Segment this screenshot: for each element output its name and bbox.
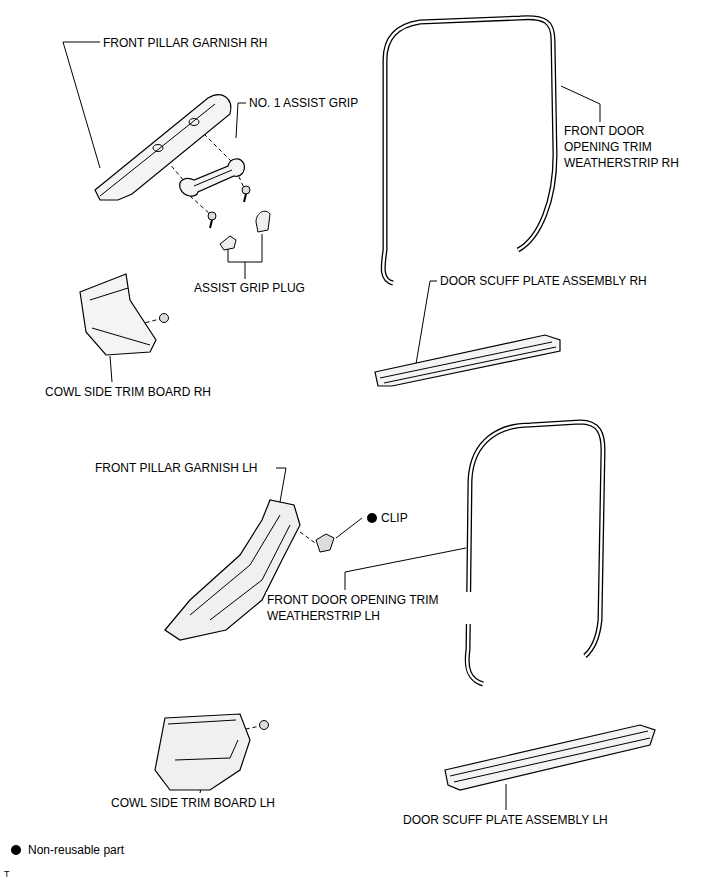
part-label: T	[3, 866, 11, 882]
bolt	[210, 220, 212, 228]
grip-plug	[256, 211, 270, 232]
part-label: FRONT DOOR OPENING TRIM WEATHERSTRIP RH	[563, 123, 701, 171]
weatherstrip	[467, 422, 603, 684]
assist-grip	[180, 159, 245, 196]
bolt	[244, 194, 246, 202]
leader-line	[63, 42, 100, 168]
bolt	[208, 212, 216, 220]
part-label: COWL SIDE TRIM BOARD RH	[44, 384, 212, 400]
weatherstrip	[467, 422, 603, 684]
weatherstrip	[383, 18, 555, 283]
trim-edge	[168, 720, 238, 760]
cowl-trim	[155, 714, 250, 790]
clip	[316, 534, 334, 552]
legend-text: Non-reusable part	[27, 842, 125, 858]
part-label: FRONT PILLAR GARNISH LH	[94, 460, 258, 476]
part-label: CLIP	[380, 510, 409, 526]
part-label: DOOR SCUFF PLATE ASSEMBLY RH	[439, 273, 648, 289]
part-label: DOOR SCUFF PLATE ASSEMBLY LH	[402, 812, 609, 828]
part-label: FRONT PILLAR GARNISH RH	[102, 35, 268, 51]
grip-edge	[194, 170, 232, 186]
grip-plug	[220, 236, 236, 250]
legend-dot	[11, 845, 21, 855]
leader-line	[345, 548, 466, 590]
part-label: FRONT DOOR OPENING TRIM WEATHERSTRIP LH	[266, 592, 478, 624]
trim-clip	[160, 314, 169, 323]
leader-line	[236, 103, 246, 138]
part-label: ASSIST GRIP PLUG	[193, 280, 306, 296]
leader-line	[245, 262, 246, 279]
garnish-hole	[189, 119, 199, 126]
scuff-plate	[375, 335, 560, 386]
leader-line	[416, 281, 437, 364]
part-label: COWL SIDE TRIM BOARD LH	[110, 795, 276, 811]
assembly-line	[300, 532, 318, 545]
leader-line	[506, 784, 507, 810]
leader-line	[336, 518, 362, 538]
leader-line	[276, 468, 286, 502]
assembly-line	[190, 196, 210, 214]
cowl-trim	[80, 274, 156, 355]
scuff-plate	[445, 725, 655, 790]
non-reusable-dot	[367, 513, 377, 523]
leader-line	[561, 86, 600, 122]
garnish-hole	[153, 145, 163, 152]
bolt	[242, 186, 250, 194]
scuff-edge	[380, 342, 556, 383]
weatherstrip	[383, 18, 555, 283]
part-label: NO. 1 ASSIST GRIP	[248, 95, 359, 111]
trim-clip	[260, 721, 269, 730]
trim-edge	[90, 288, 150, 345]
leader-line	[110, 356, 112, 382]
scuff-edge	[450, 731, 650, 782]
